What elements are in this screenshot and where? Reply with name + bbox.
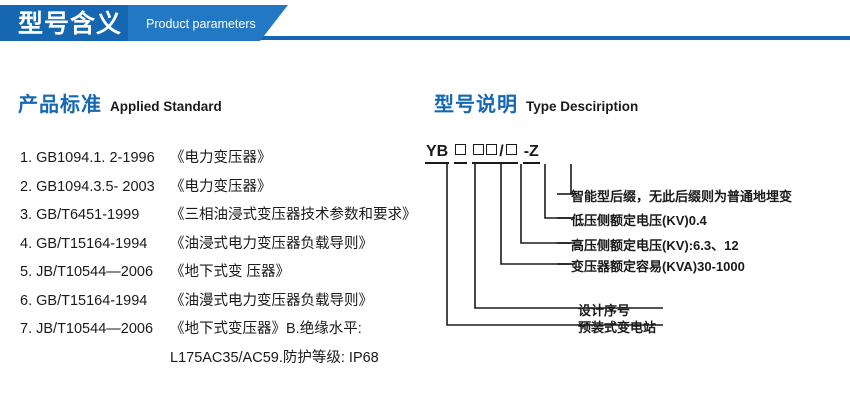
standard-code: 2. GB1094.3.5- 2003: [20, 178, 155, 195]
type-heading-cn: 型号说明: [434, 94, 518, 116]
leader-hv-voltage: [520, 164, 575, 244]
standard-name: 《油浸式电力变压器负载导则》: [170, 235, 373, 252]
placeholder-box-icon: [505, 144, 517, 155]
list-item: 5. JB/T10544—2006 《地下式变 压器》: [20, 260, 430, 289]
list-item: 6. GB/T15164-1994 《油漫式电力变压器负载导则》: [20, 289, 430, 318]
standard-code: 1. GB1094.1. 2-1996: [20, 150, 155, 166]
standard-name: 《电力变压器》: [170, 150, 272, 166]
list-item: 2. GB1094.3.5- 2003 《电力变压器》: [20, 175, 430, 204]
callout-intelligent-suffix: 智能型后缀，无此后缀则为普通地埋变: [571, 189, 793, 204]
leader-lines: [446, 164, 663, 326]
leader-design-serial: [474, 164, 663, 309]
callout-rated-capacity: 变压器额定容易(KVA)30-1000: [571, 259, 745, 274]
banner-title-en: Product parameters: [146, 17, 256, 31]
code-segment-prefix: YB: [425, 143, 450, 164]
standard-name: 《三相油浸式变压器技术参数和要求》: [170, 207, 417, 223]
standard-code: 6. GB/T15164-1994: [20, 292, 148, 309]
placeholder-box-icon: [486, 144, 498, 155]
banner-secondary-block: [128, 5, 288, 41]
callout-substation-type: 预装式变电站: [578, 320, 657, 335]
standard-name: 《油漫式电力变压器负载导则》: [170, 292, 373, 309]
standard-code: 4. GB/T15164-1994: [20, 235, 148, 252]
standards-heading-cn: 产品标准: [18, 94, 102, 116]
list-item: 1. GB1094.1. 2-1996 《电力变压器》: [20, 146, 430, 175]
placeholder-box-icon: [473, 144, 485, 155]
standard-code: 3. GB/T6451-1999: [20, 207, 140, 223]
standards-list: 1. GB1094.1. 2-1996 《电力变压器》 2. GB1094.3.…: [20, 146, 430, 374]
standard-name-continuation: L175AC35/AC59.防护等级: IP68: [170, 349, 379, 366]
callout-hv-rated-voltage: 高压侧额定电压(KV):6.3、12: [571, 238, 739, 253]
callout-lv-rated-voltage: 低压侧额定电压(KV)0.4: [571, 213, 707, 228]
standard-name: 《地下式变压器》B.绝缘水平:: [170, 321, 362, 337]
code-segment-capacity: [472, 143, 486, 164]
type-heading-en: Type Desciription: [526, 99, 639, 114]
code-separator: /: [498, 143, 505, 164]
page-banner: 型号含义 Product parameters: [0, 5, 850, 41]
standard-name: 《地下式变 压器》: [170, 264, 291, 280]
banner-rule: [0, 36, 850, 40]
standard-code: 7. JB/T10544—2006: [20, 321, 154, 337]
standard-code: 5. JB/T10544—2006: [20, 264, 154, 280]
code-segment-lv: [504, 143, 518, 164]
banner-primary-block: [0, 5, 140, 41]
standards-section-heading: 产品标准 Applied Standard: [18, 88, 222, 117]
code-segment-hv: [485, 143, 499, 164]
standards-heading-en: Applied Standard: [110, 99, 222, 114]
list-item: 3. GB/T6451-1999 《三相油浸式变压器技术参数和要求》: [20, 203, 430, 232]
type-section-heading: 型号说明 Type Desciription: [434, 88, 638, 117]
model-code-diagram: YB / -Z: [425, 140, 850, 340]
model-code-string: YB / -Z: [425, 140, 540, 164]
placeholder-box-icon: [455, 144, 467, 155]
standard-name: 《电力变压器》: [170, 178, 272, 195]
banner-title-cn: 型号含义: [18, 10, 123, 38]
leader-rated-capacity: [500, 164, 575, 265]
code-segment-suffix: -Z: [522, 143, 540, 164]
callout-design-serial: 设计序号: [578, 303, 631, 318]
list-item: 4. GB/T15164-1994 《油浸式电力变压器负载导则》: [20, 232, 430, 261]
code-segment-design: [454, 143, 468, 164]
list-item: 7. JB/T10544—2006 《地下式变压器》B.绝缘水平:: [20, 317, 430, 346]
leader-substation-type: [446, 164, 663, 326]
